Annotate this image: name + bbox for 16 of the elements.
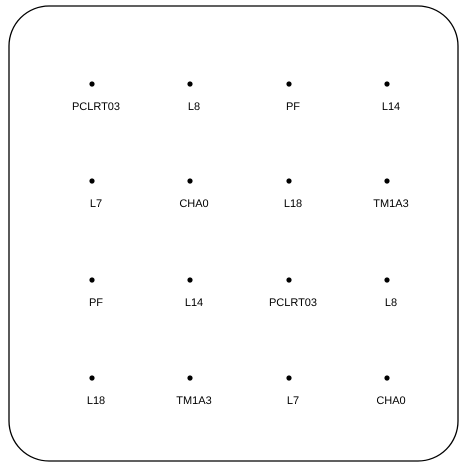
pin-label: L8 [384, 297, 398, 309]
pin-label: L14 [382, 101, 400, 113]
pin-label: L8 [188, 101, 200, 113]
pin-label: PCLRT03 [72, 101, 120, 113]
pin-label: L14 [184, 297, 204, 309]
pin-label: CHA0 [179, 198, 209, 210]
pin-label: L18 [86, 395, 106, 407]
pin-label: TM1A3 [373, 198, 409, 210]
pin-label: L18 [284, 198, 302, 210]
pin-label: PF [88, 297, 104, 309]
pin-label: CHA0 [376, 395, 406, 407]
pin-label: PF [286, 101, 300, 113]
pin-label: TM1A3 [176, 395, 212, 407]
pin-label: L7 [90, 198, 102, 210]
pin-label: PCLRT03 [268, 297, 318, 309]
pin-label: L7 [286, 395, 300, 407]
